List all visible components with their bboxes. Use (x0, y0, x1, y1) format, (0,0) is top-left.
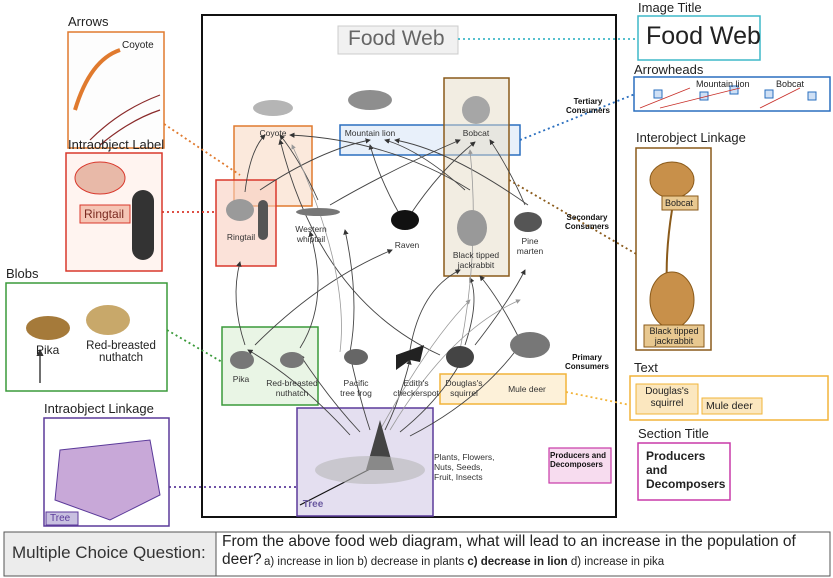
mountain-lion-icon (348, 90, 392, 110)
diagram-title: Food Web (348, 27, 445, 51)
blobs-callout (6, 283, 167, 391)
raven-icon (391, 210, 419, 230)
whiptail-icon (296, 208, 340, 216)
secondary-label: Secondary Consumers (560, 213, 614, 231)
callout-ringtail: Ringtail (84, 207, 124, 221)
arrows-title: Arrows (68, 14, 108, 29)
blobs-title: Blobs (6, 266, 39, 281)
callout-jackrabbit: Black tipped jackrabbit (645, 326, 703, 346)
tree-label: Tree (298, 500, 328, 510)
text-title: Text (634, 360, 658, 375)
raven-label: Raven (390, 240, 424, 250)
primary-label: Primary Consumers (560, 353, 614, 371)
mountain-lion-label: Mountain lion (338, 128, 402, 138)
nuthatch-label: Red-breasted nuthatch (266, 378, 318, 398)
callout-bobcat-2: Bobcat (665, 198, 693, 208)
jackrabbit-icon (457, 210, 487, 246)
coyote-icon (253, 100, 293, 116)
callout-pika: Pika (36, 343, 59, 357)
question-label: Multiple Choice Question: (12, 543, 206, 563)
pine-marten-icon (514, 212, 542, 232)
callout-title: Food Web (646, 22, 761, 51)
ringtail-icon (226, 199, 254, 221)
plants-label: Plants, Flowers, Nuts, Seeds, Fruit, Ins… (434, 452, 496, 482)
producers-label: Producers and Decomposers (550, 451, 610, 469)
ringtail-label: Ringtail (220, 232, 262, 242)
callout-nuthatch: Red-breasted nuthatch (82, 340, 160, 364)
callout-mountain-lion: Mountain lion (696, 79, 750, 89)
arrowheads-title: Arrowheads (634, 62, 703, 77)
callout-tree: Tree (50, 513, 70, 524)
callout-mule-deer: Mule deer (706, 400, 753, 412)
intraobject-linkage-title: Intraobject Linkage (44, 401, 154, 416)
jackrabbit-label: Black tipped jackrabbit (448, 250, 504, 270)
nuthatch-icon (280, 352, 304, 368)
bobcat-label: Bobcat (454, 128, 498, 138)
squirrel-icon (446, 346, 474, 368)
option-a[interactable]: a) increase in lion (264, 556, 354, 568)
tree-frog-label: Pacific tree frog (336, 378, 376, 398)
intraobject-label-title: Intraobject Label (68, 137, 164, 152)
callout-producers: Producers and Decomposers (646, 449, 716, 491)
option-b[interactable]: b) decrease in plants (357, 556, 464, 568)
callout-bobcat: Bobcat (776, 79, 804, 89)
pine-marten-label: Pine marten (514, 236, 546, 256)
mule-deer-icon (510, 332, 550, 358)
checkerspot-label: Edith's checkerspot (392, 378, 440, 398)
callout-coyote: Coyote (122, 40, 154, 51)
coyote-label: Coyote (250, 128, 296, 138)
plants-icon (315, 456, 425, 484)
squirrel-label: Douglas's squirrel (442, 378, 486, 398)
mule-deer-label: Mule deer (504, 384, 550, 394)
option-d[interactable]: d) increase in pika (571, 556, 664, 568)
option-c[interactable]: c) decrease in lion (467, 556, 567, 568)
callout-squirrel: Douglas's squirrel (638, 386, 696, 410)
image-title-title: Image Title (638, 0, 702, 15)
bobcat-icon (462, 96, 490, 124)
tree-frog-icon (344, 349, 368, 365)
pika-label: Pika (228, 374, 254, 384)
interobject-linkage-title: Interobject Linkage (636, 130, 746, 145)
western-whiptail-label: Western whiptail (288, 224, 334, 244)
section-title-title: Section Title (638, 426, 709, 441)
tertiary-label: Tertiary Consumers (562, 97, 614, 115)
pika-icon (230, 351, 254, 369)
question-options: a) increase in lion b) decrease in plant… (264, 556, 664, 568)
